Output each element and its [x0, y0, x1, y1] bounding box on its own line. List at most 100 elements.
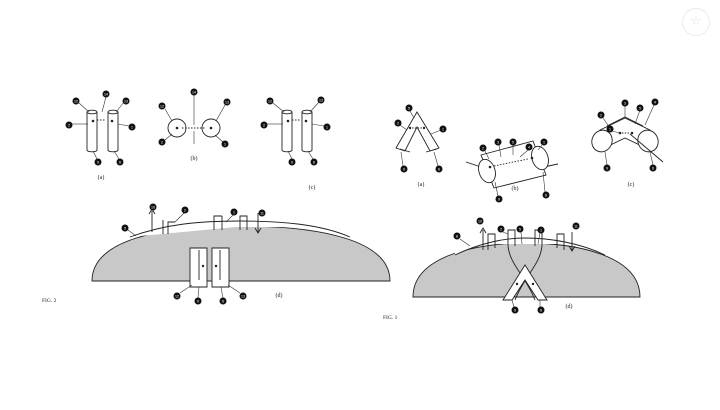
fig2-panel-c: 12 13 2 1 9 6 (c)	[260, 96, 331, 191]
panel-label: (b)	[191, 155, 198, 162]
callout-marker: 1	[128, 123, 136, 131]
callout-marker: 12	[173, 292, 181, 300]
cylinder	[301, 112, 313, 153]
cylinder-end	[478, 158, 496, 184]
callout-marker: 11	[258, 209, 266, 217]
callout-marker: 2	[65, 121, 73, 129]
callout-marker: 12	[72, 97, 80, 105]
callout-marker: 5	[405, 104, 413, 112]
callout-marker: 5	[516, 225, 524, 233]
svg-text:2: 2	[68, 123, 70, 127]
callout-marker: 5	[121, 224, 129, 232]
svg-text:8: 8	[456, 234, 458, 238]
callout-marker: 12	[266, 97, 274, 105]
callout-marker: 1	[230, 208, 238, 216]
callout-marker: 9	[288, 158, 296, 166]
callout-marker: 10	[476, 217, 484, 225]
svg-text:5: 5	[519, 227, 521, 231]
figure-caption: FIG. 1	[383, 315, 398, 321]
callout-marker: 2	[260, 121, 268, 129]
cylinder-end	[531, 145, 549, 171]
callout-marker: 14	[190, 88, 198, 96]
svg-text:5: 5	[639, 106, 641, 110]
svg-text:9: 9	[291, 160, 293, 164]
lightbulb-icon: ☆	[682, 8, 710, 36]
callout-marker: 8	[453, 232, 461, 240]
callout-marker: 2	[394, 119, 402, 127]
callout-marker: 2	[597, 111, 605, 119]
cylinder	[86, 112, 98, 153]
callout-marker: 9	[194, 297, 202, 305]
svg-text:6: 6	[438, 167, 440, 171]
cylinder	[107, 112, 119, 153]
svg-text:1: 1	[609, 127, 611, 131]
svg-text:1: 1	[442, 127, 444, 131]
callout-marker: 3	[494, 138, 502, 146]
callout-marker: 2	[479, 144, 487, 152]
svg-text:2: 2	[600, 113, 602, 117]
svg-text:13: 13	[241, 294, 245, 298]
callout-marker: 9	[400, 165, 408, 173]
callout-marker: 1	[439, 125, 447, 133]
callout-marker: 4	[525, 143, 533, 151]
svg-text:9: 9	[606, 166, 608, 170]
svg-text:6: 6	[119, 160, 121, 164]
callout-marker: 11	[572, 222, 580, 230]
callout-marker: 13	[239, 292, 247, 300]
callout-marker: 13	[223, 98, 231, 106]
v-tube	[395, 111, 440, 152]
svg-text:12: 12	[268, 99, 272, 103]
svg-text:13: 13	[319, 98, 323, 102]
svg-text:10: 10	[478, 219, 482, 223]
fig1-panel-b: 2 3 5 4 1 9 6 (b)	[465, 138, 559, 203]
panel-label: (a)	[418, 181, 425, 188]
callout-marker: 3	[621, 99, 629, 107]
svg-text:2: 2	[482, 146, 484, 150]
callout-marker: 9	[495, 195, 503, 203]
svg-text:1: 1	[540, 228, 542, 232]
callout-marker: 9	[94, 158, 102, 166]
callout-marker: 1	[537, 226, 545, 234]
svg-text:11: 11	[260, 211, 264, 215]
callout-marker: 10	[149, 203, 157, 211]
cylinder-end	[637, 129, 659, 153]
svg-text:9: 9	[514, 308, 516, 312]
fig1-panel-d: 8 10 2 5 1 11 9 6 (d)	[412, 217, 641, 314]
svg-text:1: 1	[224, 142, 226, 146]
svg-text:3: 3	[624, 101, 626, 105]
callout-marker: 13	[317, 96, 325, 104]
svg-text:4: 4	[528, 145, 530, 149]
callout-marker: 4	[651, 98, 659, 106]
svg-text:13: 13	[225, 100, 229, 104]
callout-marker: 2	[158, 138, 166, 146]
callout-marker: 6	[537, 306, 545, 314]
fig2: 12 14 13 2 1 9 6 (a) 12 13 14 2 1	[42, 88, 391, 305]
fig2-panel-b: 12 13 14 2 1 (b)	[158, 88, 231, 162]
svg-text:2: 2	[500, 227, 502, 231]
fig1-panel-c: 3 5 4 2 1 9 6 (c)	[591, 98, 664, 188]
callout-marker: 1	[221, 140, 229, 148]
svg-text:2: 2	[161, 140, 163, 144]
cylinder	[189, 247, 208, 288]
svg-text:6: 6	[652, 166, 654, 170]
callout-marker: 5	[509, 138, 517, 146]
cylinder	[211, 247, 230, 288]
panel-label: (a)	[98, 174, 105, 181]
callout-marker: 6	[649, 164, 657, 172]
panel-label: (c)	[309, 184, 316, 191]
callout-marker: 6	[542, 191, 550, 199]
svg-text:9: 9	[403, 167, 405, 171]
callout-marker: 2	[497, 225, 505, 233]
svg-text:1: 1	[233, 210, 235, 214]
svg-text:3: 3	[497, 140, 499, 144]
svg-text:6: 6	[222, 299, 224, 303]
figure-caption: FIG. 2	[42, 298, 57, 304]
svg-text:1: 1	[326, 125, 328, 129]
callout-marker: 12	[158, 102, 166, 110]
svg-text:13: 13	[124, 99, 128, 103]
svg-text:1: 1	[543, 140, 545, 144]
svg-text:12: 12	[160, 104, 164, 108]
callout-marker: 9	[511, 306, 519, 314]
svg-text:10: 10	[151, 205, 155, 209]
